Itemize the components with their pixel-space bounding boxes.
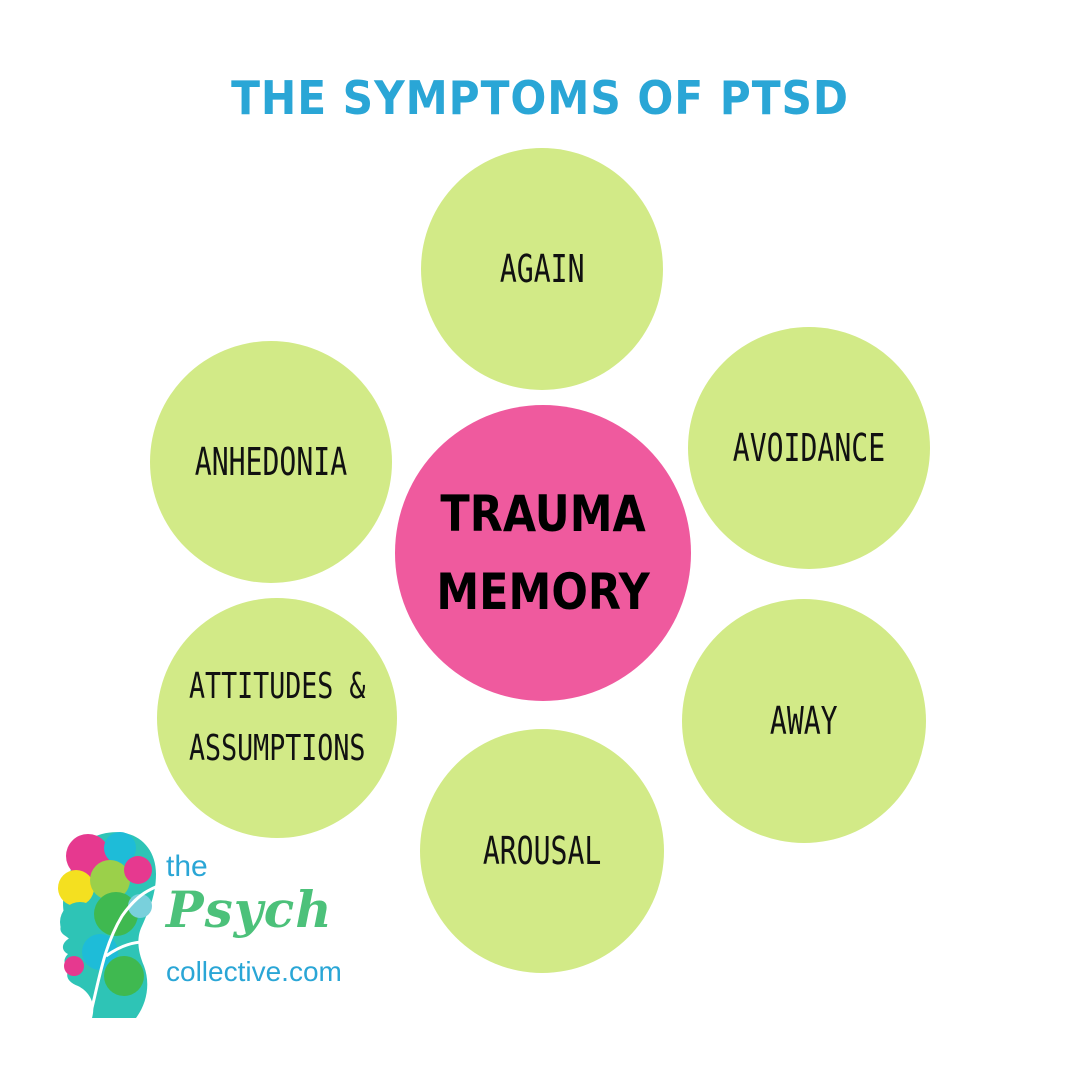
node-away: AWAY — [682, 599, 926, 843]
node-again: AGAIN — [421, 148, 663, 390]
node-attitudes-line1: ATTITUDES & — [188, 666, 366, 707]
page-title: THE SYMPTOMS OF PTSD — [231, 71, 849, 125]
center-line1: TRAUMA — [440, 485, 646, 543]
node-again-label: AGAIN — [499, 247, 585, 291]
center-node-label: TRAUMA MEMORY — [436, 475, 649, 631]
logo-text-the: the — [166, 850, 208, 883]
logo-text-psych: Psych — [166, 880, 333, 939]
node-arousal: AROUSAL — [420, 729, 664, 973]
logo-text-domain: collective.com — [166, 956, 342, 987]
center-line2: MEMORY — [436, 563, 650, 621]
center-node-trauma-memory: TRAUMA MEMORY — [395, 405, 691, 701]
node-attitudes-assumptions: ATTITUDES & ASSUMPTIONS — [157, 598, 397, 838]
node-arousal-label: AROUSAL — [482, 829, 602, 873]
node-anhedonia: ANHEDONIA — [150, 341, 392, 583]
node-anhedonia-label: ANHEDONIA — [194, 440, 348, 484]
psych-collective-logo-icon — [58, 832, 159, 1018]
node-avoidance: AVOIDANCE — [688, 327, 930, 569]
node-away-label: AWAY — [770, 699, 838, 743]
node-attitudes-assumptions-label: ATTITUDES & ASSUMPTIONS — [189, 656, 365, 780]
node-attitudes-line2: ASSUMPTIONS — [188, 728, 366, 769]
node-avoidance-label: AVOIDANCE — [732, 426, 886, 470]
